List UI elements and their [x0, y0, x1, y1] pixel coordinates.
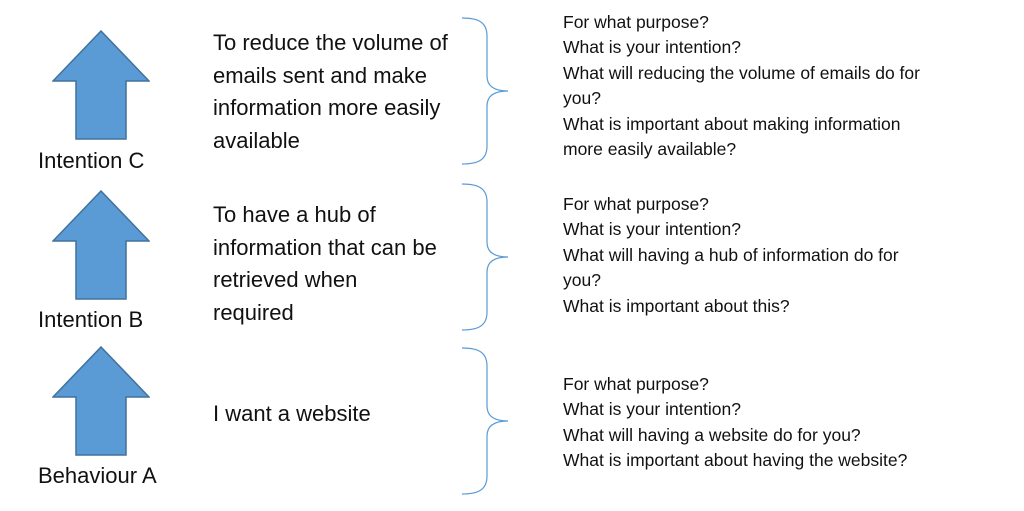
statement-line: To have a hub of	[213, 202, 376, 227]
question-line: What is important about making informati…	[563, 113, 901, 134]
statement-line: information more easily	[213, 95, 441, 120]
statement-line: available	[213, 127, 300, 153]
question-line: What is important about having the websi…	[563, 450, 908, 471]
intention-c-label: Intention C	[38, 148, 145, 173]
intention-b-arrow-icon	[52, 190, 150, 300]
intention-b-brace-icon	[460, 182, 515, 332]
behaviour-a-arrow-icon	[52, 346, 150, 456]
question-line: you?	[563, 270, 601, 291]
question-line: you?	[563, 88, 601, 109]
statement-line: retrieved when	[213, 267, 358, 292]
question-line: What will having a hub of information do…	[563, 244, 899, 265]
behaviour-a-statement: I want a website	[213, 398, 498, 431]
up-arrow-icon-shape	[52, 190, 150, 300]
intention-c-arrow-icon	[52, 30, 150, 140]
question-line: For what purpose?	[563, 374, 709, 394]
question-line: more easily available?	[563, 139, 737, 160]
question-line: What is your intention?	[563, 399, 742, 420]
intention-b-label: Intention B	[38, 307, 144, 332]
question-line: What will having a website do for you?	[563, 424, 861, 445]
intention-b-statement: To have a hub of information that can be…	[213, 199, 498, 329]
statement-line: I want a website	[213, 401, 371, 426]
question-line: For what purpose?	[563, 194, 709, 214]
statement-line: required	[213, 299, 294, 325]
up-arrow-icon-shape	[52, 346, 150, 456]
intention-c-questions: For what purpose? What is your intention…	[563, 10, 1013, 162]
question-line: What is your intention?	[563, 219, 742, 240]
statement-line: To reduce the volume of	[213, 30, 448, 55]
question-line: What is important about this?	[563, 295, 790, 316]
statement-line: emails sent and make	[213, 62, 427, 88]
intention-c-brace-icon	[460, 16, 515, 166]
behaviour-a-brace-icon	[460, 346, 515, 496]
question-line: What is your intention?	[563, 37, 742, 58]
question-line: For what purpose?	[563, 12, 709, 32]
statement-line: information that can be	[213, 234, 437, 260]
up-arrow-icon-shape	[52, 30, 150, 140]
behaviour-a-label: Behaviour A	[38, 463, 157, 488]
behaviour-a-questions: For what purpose? What is your intention…	[563, 372, 1013, 474]
question-line: What will reducing the volume of emails …	[563, 62, 920, 83]
intention-b-questions: For what purpose? What is your intention…	[563, 192, 1013, 319]
intention-c-statement: To reduce the volume of emails sent and …	[213, 27, 498, 157]
